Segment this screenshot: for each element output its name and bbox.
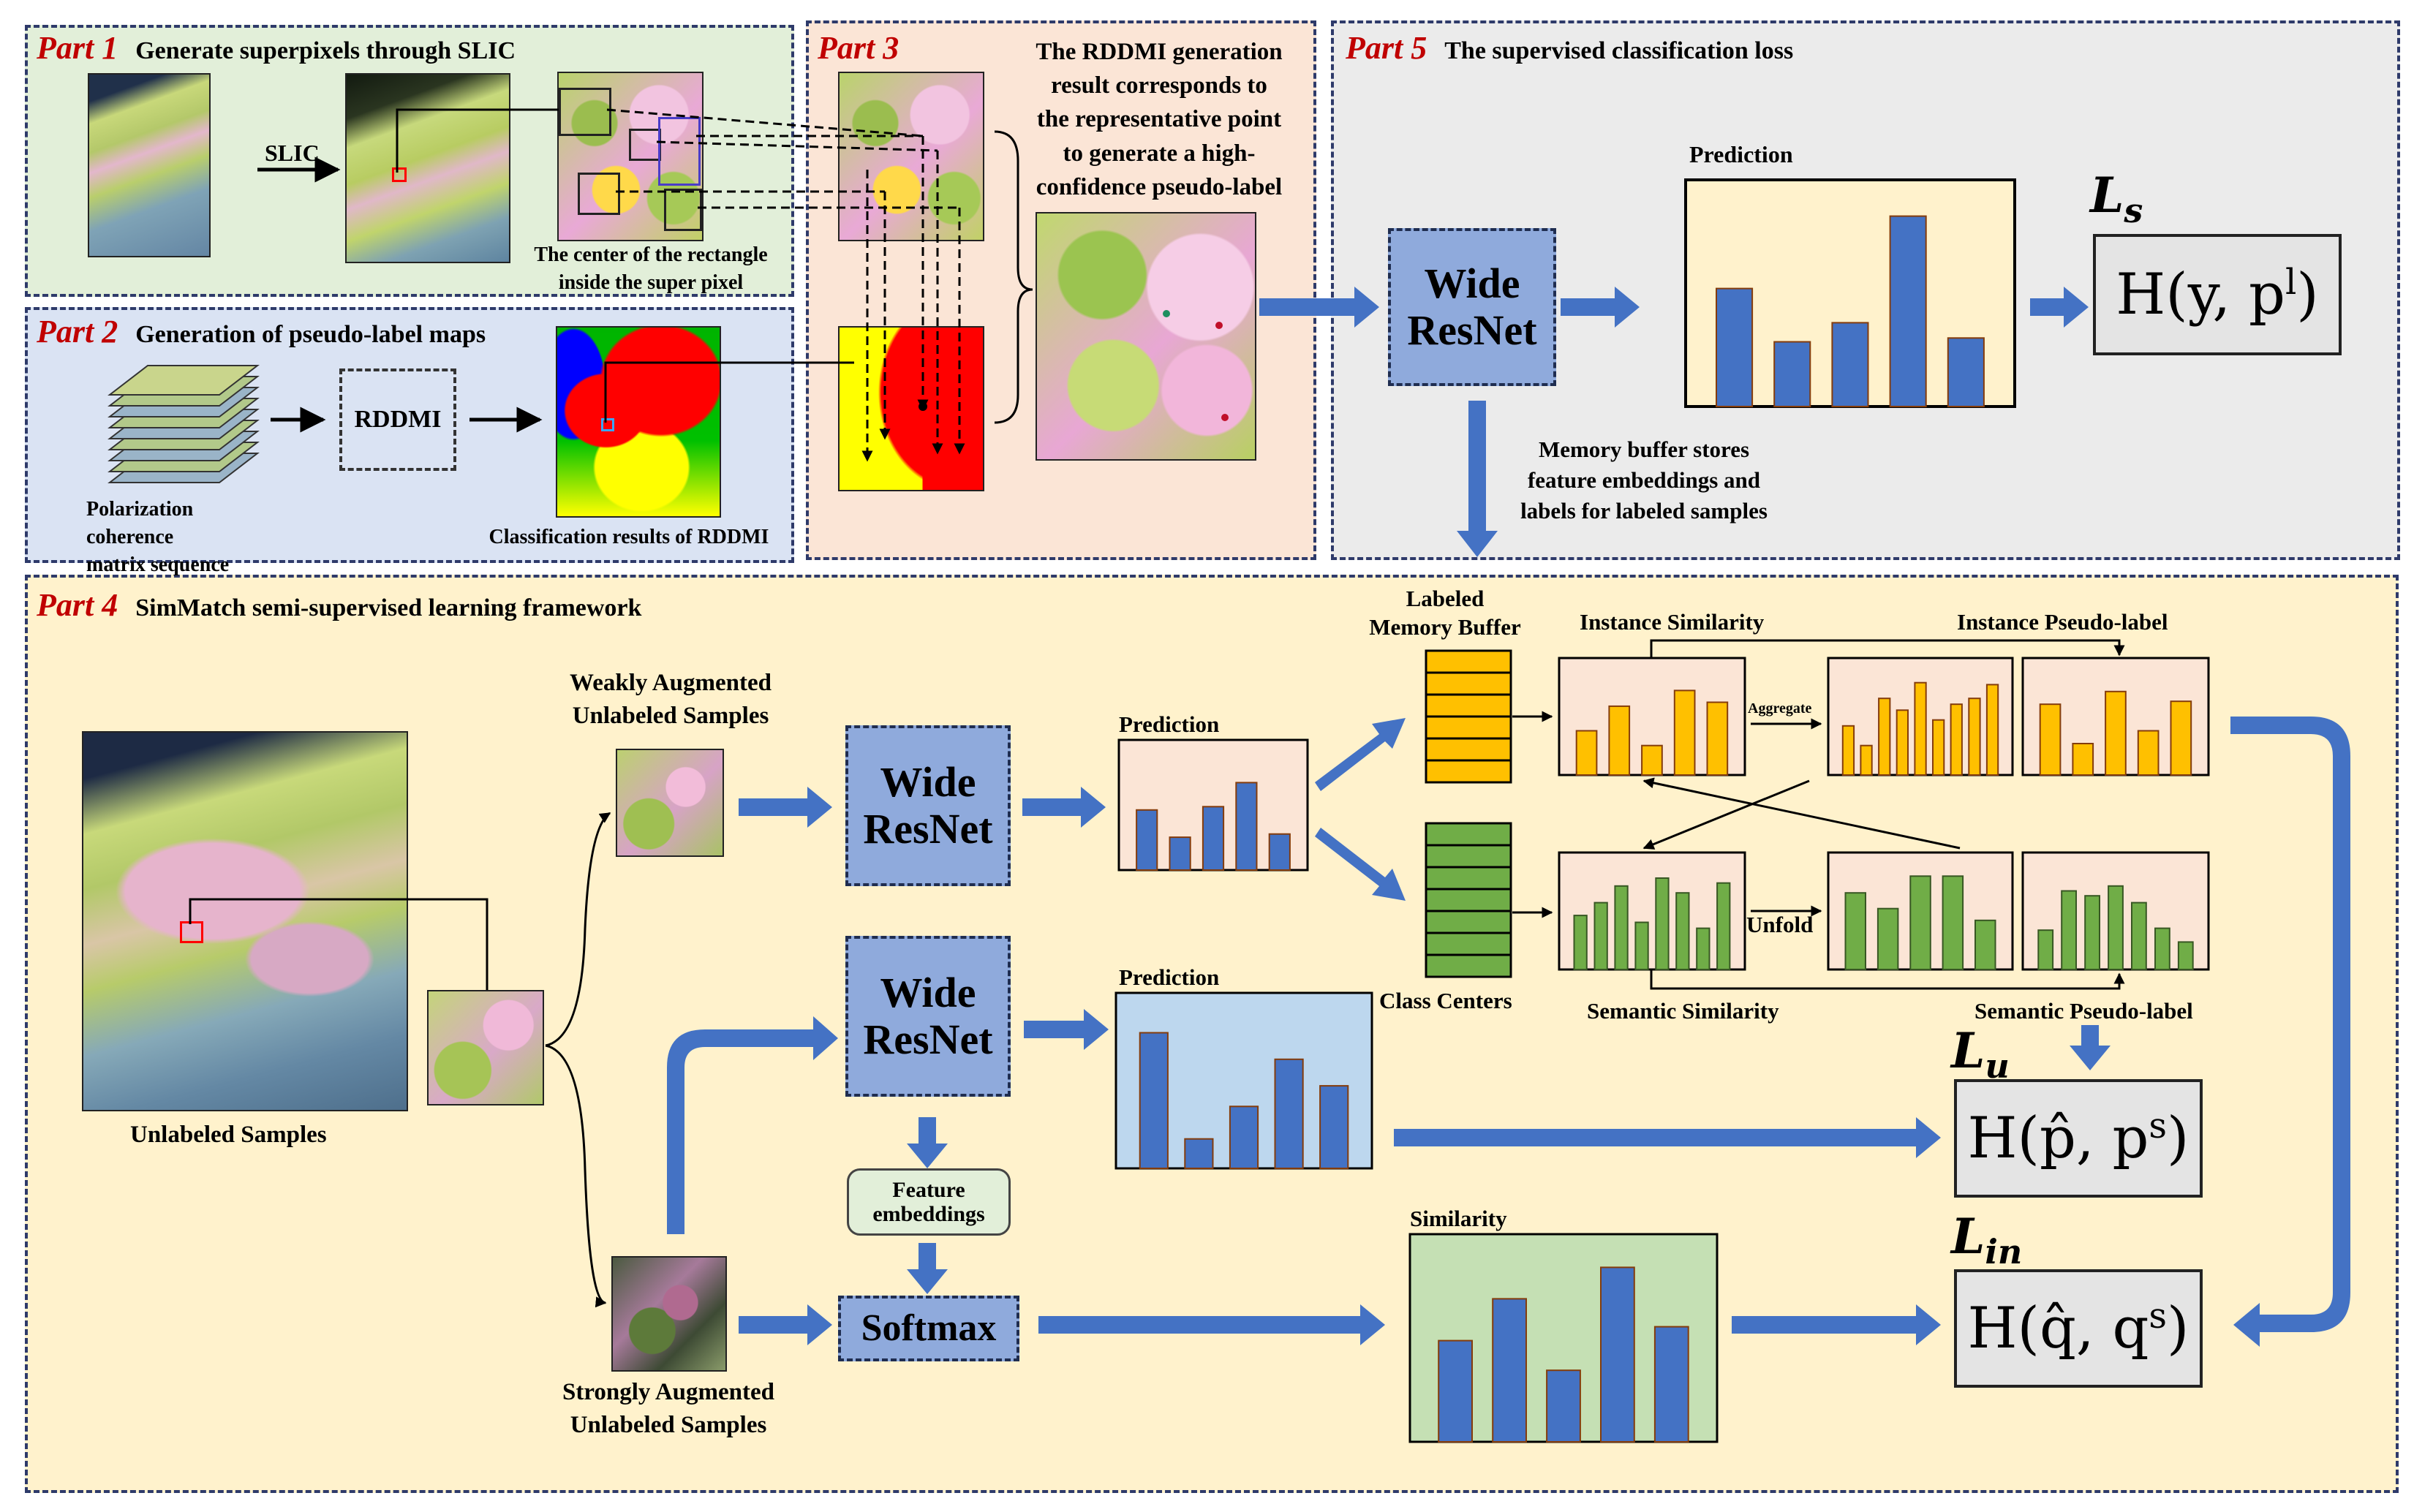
superpixel-rect-5	[664, 189, 702, 231]
strong-augmented-caption: Strongly Augmented Unlabeled Samples	[562, 1379, 774, 1438]
sar-image-slic	[345, 73, 510, 263]
part3-heading: The RDDMI generation result corresponds …	[1036, 39, 1283, 200]
instance-similarity-label: Instance Similarity	[1580, 609, 1765, 635]
rddmi-sample-marker	[601, 418, 614, 431]
ls-loss-box: H(y, pl)	[2093, 234, 2342, 355]
lu-loss-name: Lu	[1951, 1022, 2010, 1086]
part1-number: Part 1	[37, 30, 118, 66]
strong-prediction-label: Prediction	[1119, 964, 1220, 990]
part5-wide-resnet: Wide ResNet	[1388, 228, 1556, 386]
slic-label: SLIC	[265, 140, 320, 166]
lu-loss-box: H(p̂, ps)	[1954, 1079, 2203, 1198]
superpixel-rect-3	[658, 117, 701, 186]
part5-title: Part 5 The supervised classification loss	[1346, 29, 1793, 67]
part2-heading: Generation of pseudo-label maps	[135, 321, 486, 348]
strong-wide-resnet: Wide ResNet	[845, 936, 1011, 1097]
lu-loss-letter: L	[1951, 1022, 1985, 1079]
ls-loss-formula: H(y, pl)	[2116, 262, 2319, 328]
representative-point-2	[1215, 322, 1223, 329]
unlabeled-samples-caption: Unlabeled Samples	[130, 1122, 327, 1148]
unlabeled-sample-patch	[427, 990, 544, 1105]
unlabeled-sample-marker	[180, 921, 203, 943]
part2-title: Part 2 Generation of pseudo-label maps	[37, 313, 486, 350]
superpixel-rect-4	[578, 173, 620, 215]
rddmi-result-caption: Classification results of RDDMI	[489, 526, 769, 548]
memory-buffer-caption: Memory buffer stores feature embeddings …	[1520, 436, 1768, 523]
ls-loss-letter: L	[2090, 167, 2124, 224]
sar-image-full	[88, 73, 211, 257]
superpixel-rect-2	[629, 129, 661, 161]
part1-heading: Generate superpixels through SLIC	[135, 37, 516, 64]
slic-sample-marker	[392, 167, 407, 182]
representative-point-1	[1163, 310, 1170, 317]
lin-loss-name: Lin	[1951, 1208, 2022, 1271]
rddmi-classification-map	[556, 326, 721, 518]
lin-loss-formula: H(q̂, qs)	[1967, 1296, 2189, 1361]
strong-augmented-patch	[611, 1256, 727, 1372]
lin-loss-box: H(q̂, qs)	[1954, 1269, 2203, 1388]
part2-number: Part 2	[37, 314, 118, 349]
lin-loss-letter: L	[1951, 1208, 1985, 1265]
ls-loss-subscript: s	[2124, 191, 2143, 231]
part3-high-confidence-image	[1036, 212, 1256, 461]
part1-title: Part 1 Generate superpixels through SLIC	[37, 29, 516, 67]
part3-title: Part 3	[818, 29, 916, 67]
part5-prediction-label: Prediction	[1689, 141, 1793, 167]
similarity-label: Similarity	[1410, 1206, 1507, 1231]
lu-loss-formula: H(p̂, ps)	[1967, 1105, 2189, 1171]
rectangle-center-caption: The center of the rectangle inside the s…	[534, 243, 768, 294]
weak-wide-resnet: Wide ResNet	[845, 725, 1011, 886]
rddmi-box: RDDMI	[339, 368, 456, 471]
weak-augmented-caption: Weakly Augmented Unlabeled Samples	[570, 670, 772, 729]
part3-pseudo-label-map	[838, 326, 984, 491]
representative-point-3	[1221, 414, 1229, 421]
class-centers-label: Class Centers	[1379, 988, 1512, 1013]
part4-heading: SimMatch semi-supervised learning framew…	[135, 594, 642, 621]
aggregate-label: Aggregate	[1748, 700, 1812, 717]
coherence-matrix-stack	[91, 347, 263, 490]
unlabeled-sar-image	[82, 731, 408, 1111]
lin-loss-subscript: in	[1985, 1232, 2023, 1272]
instance-pseudo-label: Instance Pseudo-label	[1957, 609, 2168, 635]
part4-number: Part 4	[37, 587, 118, 623]
semantic-pseudo-label: Semantic Pseudo-label	[1974, 998, 2193, 1024]
unfold-label: Unfold	[1746, 912, 1814, 937]
superpixel-rect-1	[559, 88, 611, 136]
semantic-similarity-label: Semantic Similarity	[1587, 998, 1779, 1024]
part4-title: Part 4 SimMatch semi-supervised learning …	[37, 586, 641, 624]
softmax-box: Softmax	[838, 1296, 1019, 1361]
labeled-memory-label: Labeled Memory Buffer	[1369, 586, 1521, 640]
part5-heading: The supervised classification loss	[1444, 37, 1794, 64]
part5-number: Part 5	[1346, 30, 1427, 66]
part3-superpixel-image	[838, 72, 984, 241]
weak-augmented-patch	[616, 749, 724, 857]
weak-prediction-label: Prediction	[1119, 711, 1220, 737]
ls-loss-name: Ls	[2090, 167, 2143, 230]
part3-number: Part 3	[818, 30, 899, 66]
feature-embeddings-box: Feature embeddings	[847, 1168, 1011, 1236]
coherence-sequence-caption: Polarization coherence matrix sequence	[86, 498, 230, 576]
